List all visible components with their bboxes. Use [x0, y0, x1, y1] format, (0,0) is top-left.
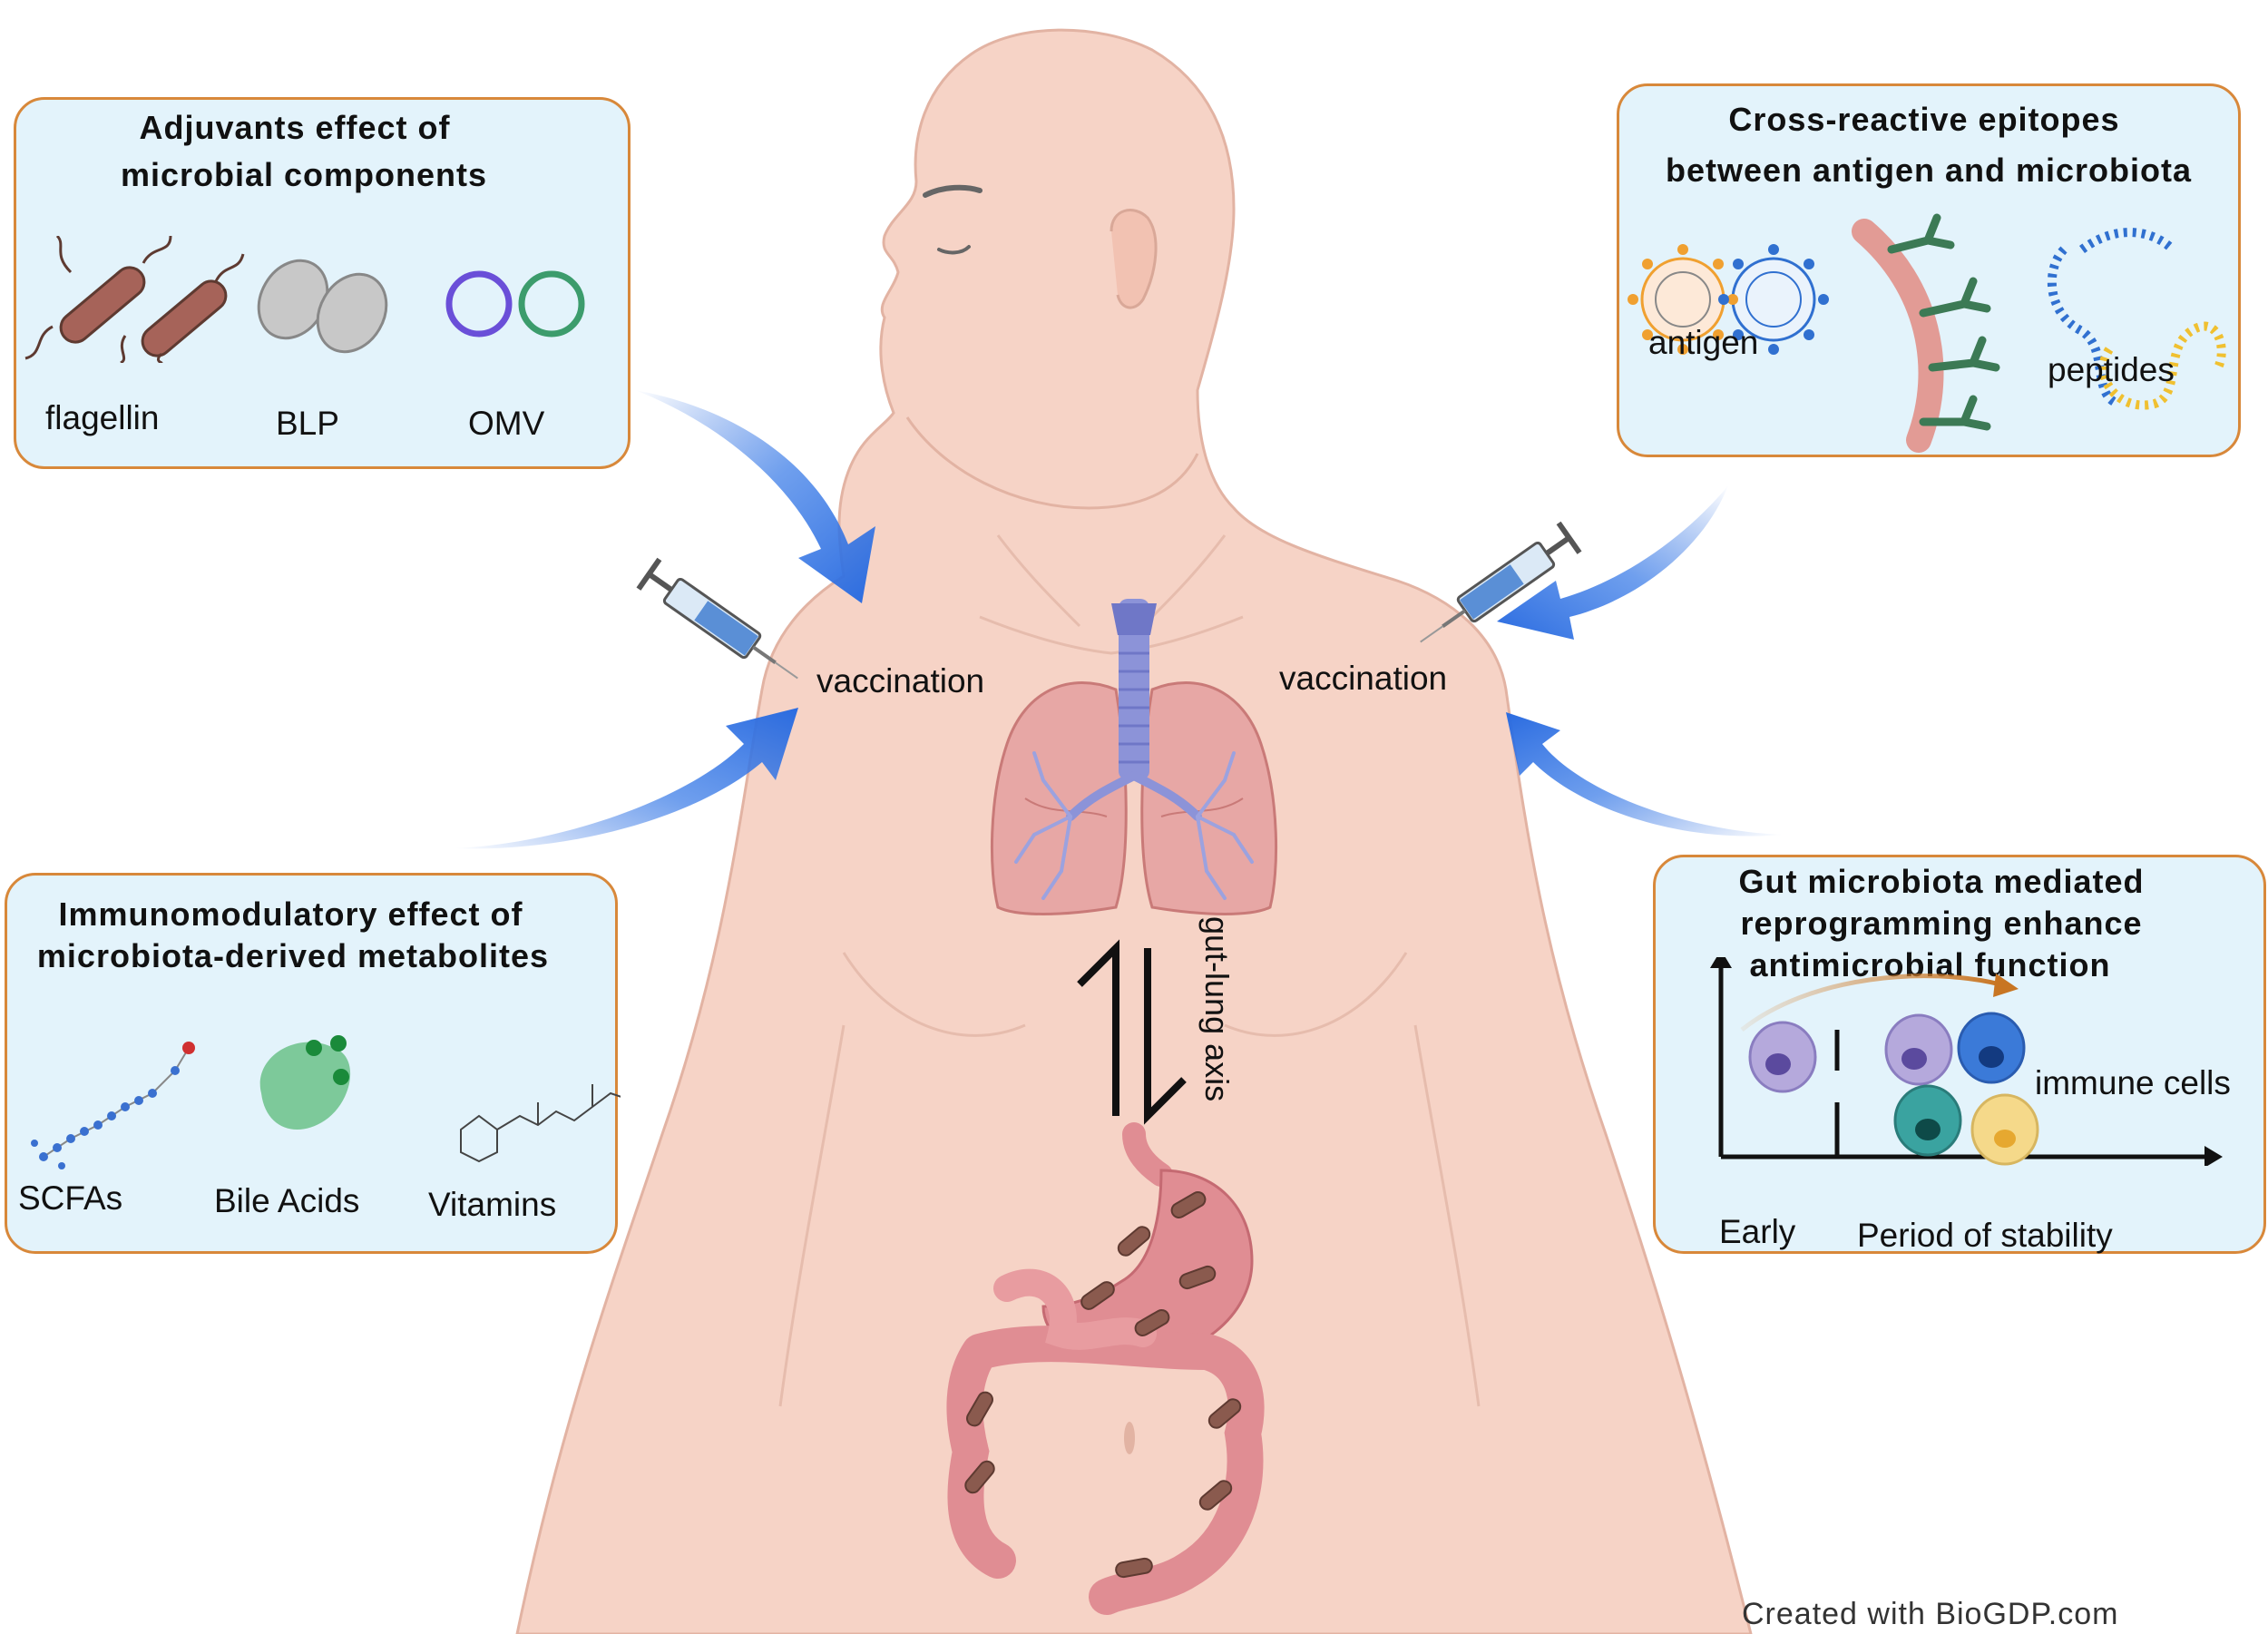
panel-cross-reactive-title-2: between antigen and microbiota	[1665, 152, 2193, 189]
flagellin-icon	[24, 236, 245, 363]
progression-arrow	[1740, 974, 2001, 1032]
cross-reactive-membrane-icon	[1852, 213, 2000, 453]
credit-text: Created with BioGDP.com	[1742, 1597, 2119, 1631]
peptides-icon	[2047, 228, 2226, 410]
panel-adjuvants-icons	[24, 236, 585, 363]
lungs-illustration	[990, 599, 1278, 915]
syringe-right-icon	[1420, 521, 1582, 643]
label-antigen: antigen	[1648, 324, 1759, 361]
gut-illustration	[946, 1122, 1265, 1615]
label-scfas: SCFAs	[18, 1179, 123, 1217]
label-flagellin: flagellin	[45, 399, 160, 436]
blue-arrows	[454, 390, 1783, 849]
closed-eye	[937, 245, 971, 255]
panel-cross-reactive-icons	[1628, 213, 2226, 453]
label-omv: OMV	[468, 405, 545, 442]
panel-adjuvants: Adjuvants effect of microbial components…	[14, 97, 631, 469]
panel-cross-reactive: Cross-reactive epitopes between antigen …	[1617, 83, 2241, 457]
panel-gut-title-1: Gut microbiota mediated	[1738, 863, 2145, 900]
gut-bacteria	[964, 1191, 1242, 1579]
panel-immunomodulatory-icons	[31, 1035, 621, 1169]
eyebrow	[923, 184, 982, 198]
panel-immunomodulatory: Immunomodulatory effect of microbiota-de…	[5, 873, 621, 1254]
label-bile-acids: Bile Acids	[214, 1182, 360, 1219]
chart-axes	[1710, 957, 2223, 1166]
gut-lung-axis-arrows	[1077, 939, 1187, 1125]
panel-adjuvants-title-2: microbial components	[120, 156, 488, 193]
gut-lung-axis-label-wrap: gut-lung axis	[1198, 916, 1245, 1134]
body-silhouette	[515, 28, 1753, 1634]
vaccination-label-right: vaccination	[1279, 660, 1448, 697]
vaccination-label-left: vaccination	[816, 662, 985, 700]
panel-adjuvants-title-1: Adjuvants effect of	[139, 109, 451, 146]
gut-lung-axis-label: gut-lung axis	[1198, 916, 1236, 1102]
ear	[1110, 209, 1158, 309]
blp-icon	[257, 259, 388, 354]
bile-acids-icon	[259, 1035, 351, 1130]
axis-label-period-of-stability: Period of stability	[1857, 1217, 2113, 1254]
label-blp: BLP	[276, 405, 339, 442]
panel-gut-title-2: reprogramming enhance	[1740, 905, 2143, 942]
label-peptides: peptides	[2048, 351, 2175, 388]
panel-immunomodulatory-title-1: Immunomodulatory effect of	[58, 895, 523, 933]
syringe-left-icon	[636, 557, 798, 680]
panel-cross-reactive-title-1: Cross-reactive epitopes	[1728, 101, 2120, 138]
human-torso	[515, 28, 1753, 1634]
label-immune-cells: immune cells	[2035, 1064, 2231, 1101]
omv-icon	[445, 270, 585, 338]
vitamins-molecule-icon	[460, 1084, 621, 1163]
panel-gut-axes	[1710, 957, 2223, 1166]
panel-immunomodulatory-title-2: microbiota-derived metabolites	[36, 937, 550, 974]
antigen-virus-icon	[1628, 244, 1829, 355]
immune-cells-icon	[1748, 1012, 2039, 1166]
scfa-molecule-icon	[31, 1042, 195, 1169]
label-vitamins: Vitamins	[428, 1186, 557, 1223]
panel-gut-reprogramming: Gut microbiota mediated reprogramming en…	[1653, 855, 2266, 1254]
axis-label-early: Early	[1719, 1213, 1796, 1250]
